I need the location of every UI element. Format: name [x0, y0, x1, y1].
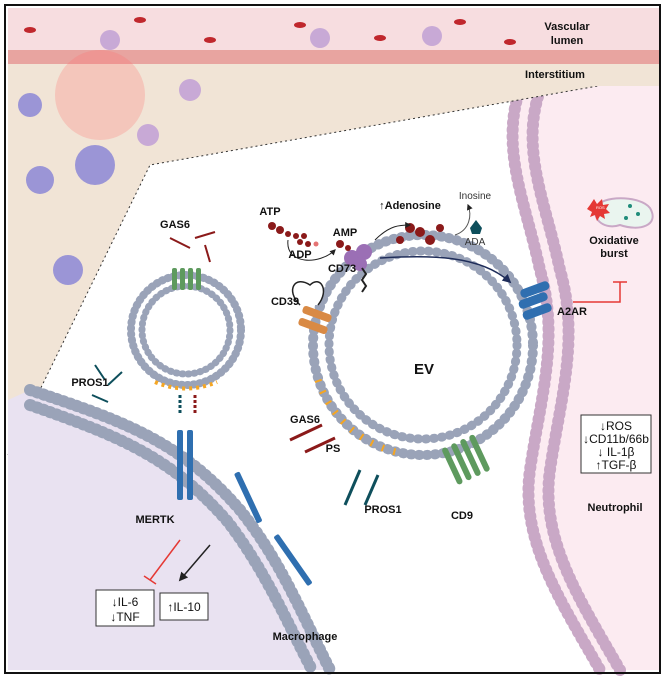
neutrophil-granule-icon — [587, 197, 654, 229]
macrophage-down-box — [95, 589, 155, 627]
neutrophil-membrane — [506, 82, 606, 676]
cd39-label: CD39 — [271, 296, 299, 308]
cd39-protein — [291, 281, 332, 335]
gas6-free-ligands — [169, 231, 216, 263]
adp-molecule — [297, 239, 319, 247]
amp-molecule — [336, 240, 351, 251]
macrophage-cell — [8, 390, 330, 670]
mertk-receptors — [177, 430, 312, 586]
pros1-ev-label: PROS1 — [364, 504, 401, 516]
cd73-label: CD73 — [328, 263, 356, 275]
neutrophil-effects-box — [580, 414, 652, 474]
atp-molecule — [268, 222, 307, 239]
tgfb-effect-text: ↑TGF-β — [596, 458, 637, 472]
macrophage-up-box — [159, 592, 209, 621]
gas6-free-label: GAS6 — [160, 219, 190, 231]
pros1-ev-ligands — [343, 469, 380, 506]
mertk-inhibit-line — [149, 539, 181, 581]
amp-label: AMP — [333, 227, 357, 239]
vascular-lumen — [8, 8, 660, 56]
inosine-label: Inosine — [459, 191, 492, 202]
a2ar-receptor — [518, 281, 552, 320]
cd9-label: CD9 — [451, 510, 473, 522]
oxidative-burst-label-2: burst — [600, 248, 628, 260]
il6-text: ↓IL-6 — [112, 595, 139, 609]
endothelium — [8, 50, 660, 64]
cd9-protein — [442, 434, 490, 485]
cd9-small-vesicle — [172, 268, 201, 290]
il10-text: ↑IL-10 — [167, 600, 201, 614]
ros-effect-text: ↓ROS — [600, 419, 632, 433]
interstitium-label: Interstitium — [525, 69, 585, 81]
mertk-label: MERTK — [135, 514, 174, 526]
figure-frame — [4, 4, 661, 674]
mertk-activate-arrow — [178, 544, 211, 582]
tnf-text: ↓TNF — [110, 610, 139, 624]
gas6-ev-ligands — [289, 423, 336, 454]
a2ar-label: A2AR — [557, 306, 587, 318]
macrophage-label: Macrophage — [273, 631, 338, 643]
ev-label: EV — [414, 361, 434, 378]
il1b-effect-text: ↓ IL-1β — [598, 445, 635, 459]
ada-enzyme — [470, 220, 482, 234]
oxidative-burst-label: Oxidative — [589, 235, 639, 247]
adp-label: ADP — [288, 249, 311, 261]
cd73-protein — [344, 244, 372, 293]
atp-label: ATP — [259, 206, 280, 218]
ada-label: ADA — [465, 237, 486, 248]
a2ar-inhibit-line — [573, 281, 627, 303]
pros1-free-label: PROS1 — [71, 377, 108, 389]
adenosine-to-a2ar-arrow — [379, 255, 512, 284]
vascular-lumen-label: Vascular — [544, 21, 590, 33]
vascular-lumen-label-2: lumen — [551, 35, 584, 47]
interstitium-region — [8, 75, 660, 455]
neutrophil-label: Neutrophil — [588, 502, 643, 514]
ros-badge-label: ROS — [596, 205, 605, 210]
macrophage-membrane — [24, 384, 336, 676]
adenosine-label: ↑Adenosine — [379, 200, 441, 212]
pros1-free-ligands — [91, 364, 123, 403]
gas6-ev-label: GAS6 — [290, 414, 320, 426]
ps-label: PS — [326, 443, 341, 455]
cd11b-effect-text: ↓CD11b/66b — [583, 432, 649, 446]
adenosine-molecules — [396, 223, 444, 245]
